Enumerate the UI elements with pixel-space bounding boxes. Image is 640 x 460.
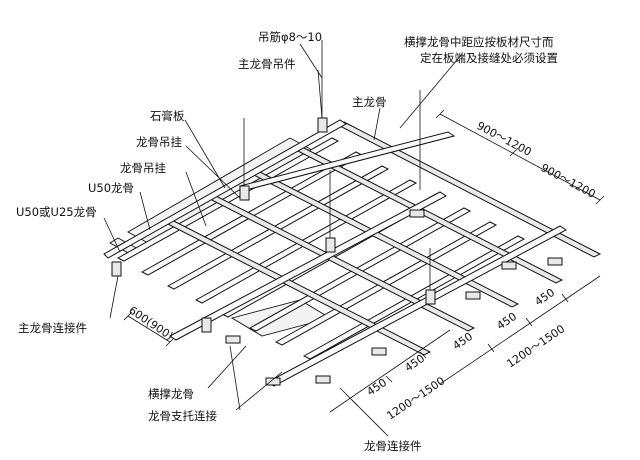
dim-right-1200-1500: 1200～1500 [504,322,567,370]
label-gypsum-board: 石膏板 [150,109,185,123]
label-main-keel-connector: 主龙骨连接件 [18,321,87,335]
leader-hanger-bar [299,43,323,79]
dim-front-450-a: 450 [450,330,475,353]
label-main-keel-hanger-piece: 主龙骨吊件 [238,57,296,71]
label-main-keel: 主龙骨 [352,95,387,109]
leader-main-connector [109,275,119,319]
dimension-lines [123,109,605,413]
hanger-piece-1 [317,117,328,133]
dim-right-line [439,275,601,385]
hanger-piece-6 [111,261,122,277]
leader-u50-u25 [103,217,121,253]
dim-left-line [127,315,171,343]
label-keel-support-connection: 龙骨支托连接 [148,409,217,423]
label-keel-hanger-2: 龙骨吊挂 [120,161,166,175]
dim-tick [435,109,445,119]
connector-block-4 [371,347,387,356]
dim-left-600-900: 600(900) [126,304,175,343]
leader-main-keel [373,107,381,141]
dim-front-1200-1500: 1200～1500 [384,374,447,422]
dim-tick [351,399,359,407]
label-cross-note-line1: 横撑龙骨中距应按板材尺寸而 [404,35,554,49]
dim-top-1: 900～1200 [475,119,534,159]
connector-block-6 [501,261,517,270]
dim-tick [419,351,427,359]
leader-support-1 [235,371,283,411]
secondary-keel-4 [194,179,418,304]
leader-u50 [139,191,151,231]
main-keel-1 [103,119,347,259]
label-keel-hanger-1: 龙骨吊挂 [136,135,182,149]
label-keel-connector: 龙骨连接件 [364,439,422,453]
leader-keel-connector [339,387,389,437]
dim-front-line [329,329,451,413]
connector-block-5 [465,291,481,300]
label-u50-or-u25-keel: U50或U25龙骨 [16,205,97,219]
leader-cross-note [399,53,463,129]
leader-lines [103,43,463,437]
leader-hanger-1 [185,145,241,199]
dim-right-450-a: 450 [532,286,557,309]
dim-tick [561,293,569,303]
hanger-rods [111,40,436,333]
dim-tick [595,195,605,205]
connector-block-7 [547,257,563,266]
dim-tick [385,375,393,383]
leader-support-2 [229,345,241,411]
connector-blocks [225,209,563,386]
connector-block-3 [315,375,331,384]
dim-tick [509,147,519,157]
dim-tick [123,311,133,321]
dim-right-450-b: 450 [494,310,519,333]
label-hanger-bar: 吊筋φ8～10 [258,30,322,44]
leader-hanger-2 [185,171,207,227]
hanger-piece-4 [425,289,436,305]
connector-block-8 [409,209,425,218]
connector-block-2 [265,377,281,386]
dim-top-2: 900～1200 [539,161,598,201]
label-u50-keel: U50龙骨 [88,181,134,195]
leader-main-hanger [317,69,323,119]
main-keel-2 [169,191,447,341]
hanger-piece-2 [239,185,250,201]
dim-front-450-c: 450 [364,376,389,399]
cross-brace-keels [160,121,602,356]
hanger-piece-5 [201,317,212,333]
hanger-piece-3 [325,237,336,253]
dim-tick [487,343,495,353]
dim-tick [165,337,175,347]
label-cross-note-line2: 定在板端及接缝处必须设置 [420,51,558,65]
labels: 吊筋φ8～10 主龙骨吊件 横撑龙骨中距应按板材尺寸而 定在板端及接缝处必须设置… [16,30,558,453]
dim-top-line [439,113,601,201]
connector-block-1 [225,335,241,344]
label-cross-brace-keel: 横撑龙骨 [148,387,194,401]
dim-tick [525,317,533,327]
leader-cross-brace [207,345,247,389]
